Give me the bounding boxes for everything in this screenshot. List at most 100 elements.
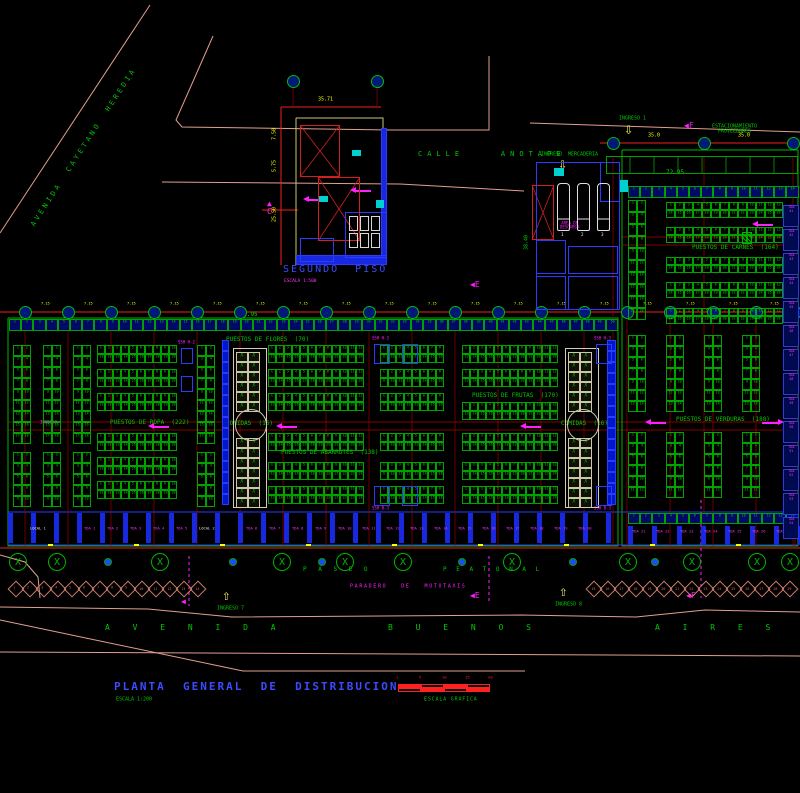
stall-cell: 11 — [756, 282, 765, 290]
food-stall-cell: X — [248, 478, 260, 488]
stall-cell: 17 — [693, 235, 702, 243]
stall-cell: 4 — [22, 356, 31, 367]
drawing-line — [296, 117, 384, 128]
stall-cell: 10 — [637, 379, 646, 390]
tree-icon: X — [48, 553, 66, 571]
stall-cell: 10 — [82, 389, 91, 400]
stall-cell: 10 — [169, 369, 177, 378]
grid-dim-tick: 7.15 — [298, 301, 308, 306]
stall-cell: 5 — [73, 367, 82, 378]
stall-cell: 4 — [404, 462, 412, 471]
stall-cell: 13 — [268, 402, 276, 411]
stall-cell: 1 — [628, 432, 637, 443]
stall-cell: 20 — [240, 319, 253, 331]
stall-cell: 11 — [348, 393, 356, 402]
stall-cell: 8 — [436, 433, 444, 442]
stall-cell: 7 — [720, 282, 729, 290]
food-stall-cell: X — [568, 448, 580, 458]
grid-dim-tick: 7.15 — [126, 301, 136, 306]
stall-cell: 19 — [161, 402, 169, 411]
stall-cell: 9 — [380, 402, 388, 411]
stall-cell: 7 — [197, 485, 206, 496]
stall-cell: 2 — [470, 369, 478, 378]
stall-cell: 10 — [713, 476, 722, 487]
stall-cell: 4 — [693, 257, 702, 265]
stall-cell: 9 — [332, 433, 340, 442]
tree-icon: X — [781, 553, 799, 571]
stall-cell: 9 — [738, 282, 747, 290]
stall-cell: 9 — [161, 481, 169, 490]
stall-cell: 23 — [542, 442, 550, 451]
stall-cell: 1 — [628, 513, 641, 524]
fixture-rect — [620, 180, 628, 192]
shop-label: TDA 17 — [506, 526, 520, 531]
label-puestos-ropa: PUESTOS DE ROPA (222) — [110, 419, 190, 426]
stall-cell: 11 — [704, 390, 713, 401]
stall-cell: 23 — [542, 471, 550, 480]
stall-cell: 16 — [436, 442, 444, 451]
stall-cell: 3 — [113, 457, 121, 466]
stall-cell: 8 — [22, 378, 31, 389]
shop-pilaster — [798, 526, 800, 545]
food-stall-cell: X — [248, 382, 260, 392]
grid-bubble-icon — [320, 306, 333, 319]
stall-cell: 16 — [684, 316, 693, 324]
stall-cell: 9 — [725, 513, 738, 524]
stall-cell: 13 — [113, 354, 121, 363]
stall-cell: 2 — [640, 186, 653, 198]
shop-label: TDA 7 — [269, 526, 281, 531]
stall-cell: 8 — [94, 319, 107, 331]
stall-cell: 9 — [380, 378, 388, 387]
food-stall-cell: X — [568, 352, 580, 362]
drawing-line — [299, 124, 341, 178]
stall-cell: 2 — [388, 393, 396, 402]
shop-label: TDA 15 — [458, 526, 472, 531]
drawing-line — [621, 149, 799, 547]
stall-cell: 7 — [145, 457, 153, 466]
stall-cell: 3 — [704, 346, 713, 357]
stall-cell: 11 — [396, 471, 404, 480]
grid-dim-tick: 7.15 — [769, 301, 779, 306]
stall-cell: 17 — [300, 354, 308, 363]
stall-cell: 12 — [751, 487, 760, 498]
label-puestos-verduras: PUESTOS DE VERDURAS (188) — [676, 416, 770, 423]
stall-cell: 20 — [169, 354, 177, 363]
stall-cell: 13 — [43, 411, 52, 422]
stall-cell: 31 — [374, 319, 387, 331]
curb-dim-tick — [48, 544, 53, 546]
stall-cell: 15 — [478, 471, 486, 480]
grid-bubble-icon — [787, 137, 800, 150]
grid-dim-tick: 7.15 — [556, 301, 566, 306]
stall-cell: 20 — [324, 495, 332, 504]
stall-cell: 6 — [502, 402, 510, 411]
section-marker-f-top: ◀F — [684, 121, 694, 130]
stall-cell: 7 — [73, 485, 82, 496]
stall-cell: 7 — [704, 465, 713, 476]
stall-cell: 7 — [428, 433, 436, 442]
stall-cell: 11 — [348, 345, 356, 354]
grid-bubble-icon — [191, 306, 204, 319]
stall-cell: 30 — [362, 319, 375, 331]
stall-cell: 24 — [756, 210, 765, 218]
stall-cell: 20 — [169, 402, 177, 411]
stall-cell: 1 — [666, 257, 675, 265]
stall-cell: 8 — [518, 369, 526, 378]
stall-cell: 15 — [284, 471, 292, 480]
curb-dim-tick — [564, 544, 569, 546]
stall-cell: 1 — [666, 432, 675, 443]
stall-cell: 19 — [316, 471, 324, 480]
stall-cell: 11 — [348, 462, 356, 471]
grid-bubble-icon — [105, 306, 118, 319]
stall-cell: 7 — [428, 369, 436, 378]
stall-cell: 6 — [420, 393, 428, 402]
stall-cell: 6 — [675, 454, 684, 465]
comidas-circle — [235, 409, 267, 441]
stall-cell: 15 — [675, 210, 684, 218]
